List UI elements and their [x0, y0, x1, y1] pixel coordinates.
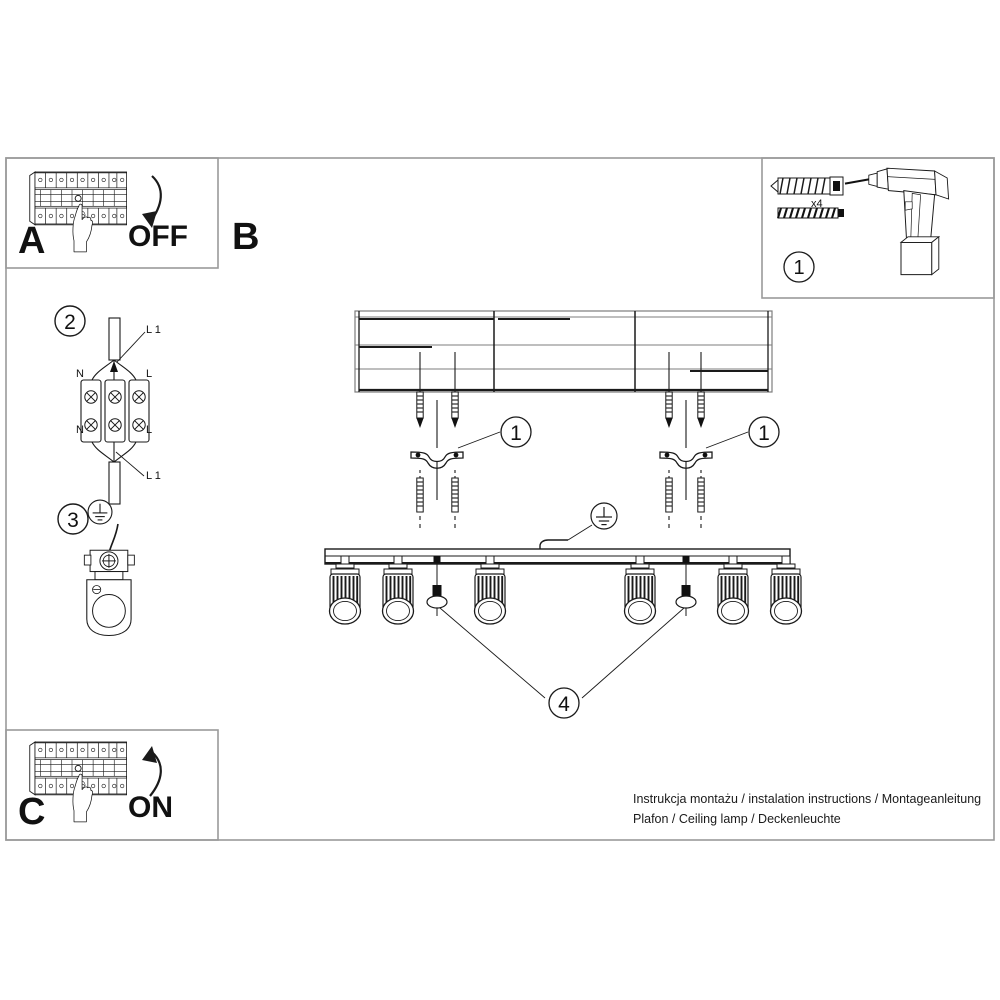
svg-text:1: 1 [510, 422, 522, 445]
callout-4-circle [548, 687, 580, 719]
fixture-mounting-screw [675, 555, 697, 617]
bracket-assembly-left: 1 [410, 351, 532, 529]
panel-c-letter: C [18, 791, 46, 833]
spotlight-head [769, 555, 803, 625]
leader-callout-4-left [439, 607, 546, 699]
arrow-down-icon [142, 175, 162, 228]
panel-a-letter: A [18, 220, 46, 262]
svg-text:2: 2 [64, 311, 76, 334]
earth-ground-icon-step3 [87, 499, 113, 525]
panel-parts-border [761, 157, 995, 299]
callout-3: 3 [57, 503, 89, 535]
cable-upper [91, 317, 137, 381]
callout-1-parts: 1 [783, 251, 815, 283]
anchor-screw-lower-icon [416, 469, 424, 529]
drill-icon [843, 167, 950, 276]
leader-l1-top [116, 331, 146, 363]
sheet-frame [5, 157, 995, 841]
spotlight-head [623, 555, 657, 625]
ceiling-outline [354, 310, 773, 393]
cable-lower [91, 441, 137, 505]
earth-clamp-icon [83, 523, 136, 637]
arrow-up-icon [142, 746, 162, 797]
wire-label-n-bottom: N [76, 424, 84, 436]
leader-callout-1-left [457, 431, 501, 449]
wire-label-l-bottom: L [146, 424, 153, 436]
spotlight-head [381, 555, 415, 625]
wire-label-l-top: L [146, 368, 153, 380]
ceiling-panels [354, 310, 773, 393]
wire-label-l1-bottom: L 1 [146, 470, 161, 482]
panel-a-action-label: OFF [128, 220, 188, 253]
step-3-earth: 3 [57, 499, 136, 637]
parts-quantity-label: x4 [811, 198, 823, 210]
panel-c-border [5, 729, 219, 841]
leader-callout-1-right [705, 431, 749, 449]
panel-a-border [5, 157, 219, 269]
ceiling-spotlight-bar [324, 548, 803, 625]
spotlight-head [473, 555, 507, 625]
panel-a [5, 157, 219, 269]
svg-text:1: 1 [793, 257, 804, 279]
panel-b-letter: B [232, 216, 260, 258]
wire-label-n-top: N [76, 368, 84, 380]
footer-line-2: Plafon / Ceiling lamp / Deckenleuchte [633, 812, 841, 826]
anchor-screw-lower-icon [665, 469, 673, 529]
anchor-screw-lower-icon [451, 469, 459, 529]
fixture-mounting-screw [426, 555, 448, 617]
svg-text:1: 1 [758, 422, 770, 445]
leader-l1-bottom [115, 451, 145, 477]
spotlight-head [328, 555, 362, 625]
panel-parts: 1 [761, 157, 995, 299]
callout-4-number: 4 [558, 693, 570, 716]
callout-4-group: 4 [439, 607, 685, 719]
footer-line-1: Instrukcja montażu / instalation instruc… [633, 792, 982, 806]
callout-1-left: 1 [500, 416, 532, 448]
callout-1-right: 1 [748, 416, 780, 448]
panel-c [5, 729, 219, 841]
panel-c-action-label: ON [128, 791, 173, 824]
anchor-screw-lower-icon [697, 469, 705, 529]
wire-label-l1-top: L 1 [146, 324, 161, 336]
leader-callout-4-right [581, 607, 685, 699]
bracket-assembly-right: 1 [659, 351, 780, 529]
spotlight-head [716, 555, 750, 625]
fixture-earth [539, 502, 618, 556]
terminal-block-icon [80, 379, 150, 443]
earth-ground-icon-fixture [590, 502, 618, 530]
svg-text:3: 3 [67, 509, 79, 532]
step-2-terminal-block: 2 [54, 305, 150, 505]
wall-plug-icon [770, 176, 844, 196]
callout-2: 2 [54, 305, 86, 337]
